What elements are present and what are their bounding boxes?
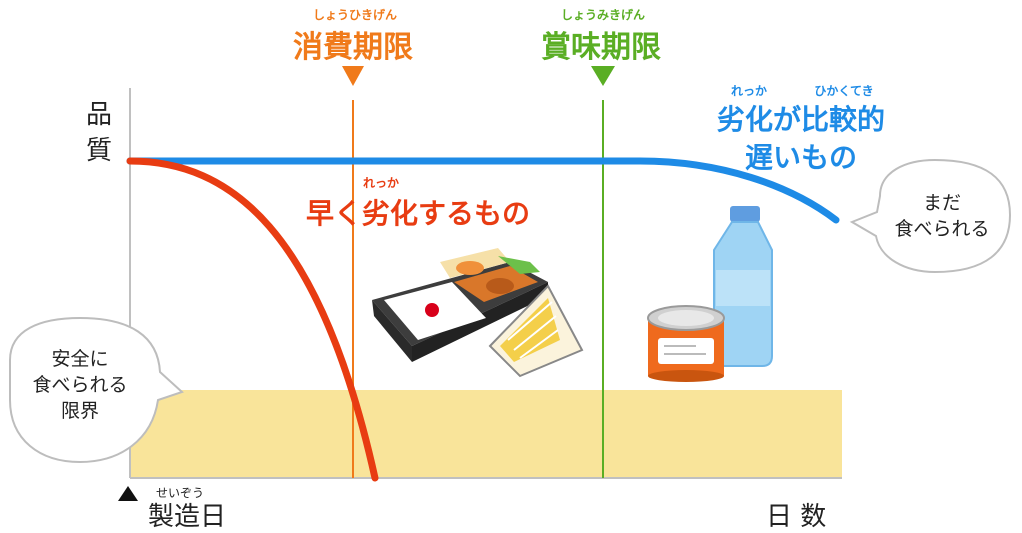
manufacture-marker	[118, 486, 138, 501]
slow-label-2: 遅いもの	[744, 141, 857, 174]
bubble-left-text-2: 食べられる	[32, 374, 128, 396]
bubble-left	[9, 316, 184, 464]
safe-limit-band	[130, 390, 842, 478]
slow-label-1: 劣化が比較的	[716, 103, 885, 136]
mfg-label: 製造日	[148, 502, 227, 532]
bubble-right-text-2: 食べられる	[894, 218, 990, 240]
slow-ruby-2: ひかくてき	[814, 84, 874, 98]
bubble-right-text-1: まだ	[922, 192, 961, 214]
best-before-label: 賞味期限	[541, 30, 661, 65]
expiry-marker	[342, 66, 364, 86]
best-before-ruby: しょうみきげん	[560, 8, 645, 22]
bubble-left-text-1: 安全に	[51, 348, 109, 370]
slow-ruby-1: れっか	[730, 84, 767, 98]
sandwich-icon	[488, 284, 584, 378]
quality-label-2: 質	[86, 136, 113, 166]
canned-food-icon	[647, 305, 725, 382]
expiry-label: 消費期限	[293, 30, 413, 65]
bubble-right	[849, 158, 1012, 274]
days-label: 日 数	[766, 502, 827, 532]
best-before-marker	[591, 66, 615, 86]
slow-degrade-curve	[126, 157, 840, 224]
bento-box-icon	[372, 248, 548, 362]
fast-ruby: れっか	[362, 176, 399, 190]
bubble-left-text-3: 限界	[60, 400, 99, 422]
mfg-ruby: せいぞう	[155, 486, 204, 500]
fast-degrade-curve	[126, 157, 379, 482]
water-bottle-icon	[713, 206, 773, 367]
fast-label: 早く劣化するもの	[305, 197, 530, 230]
expiry-ruby: しょうひきげん	[312, 8, 397, 22]
quality-label-1: 品	[86, 100, 113, 130]
